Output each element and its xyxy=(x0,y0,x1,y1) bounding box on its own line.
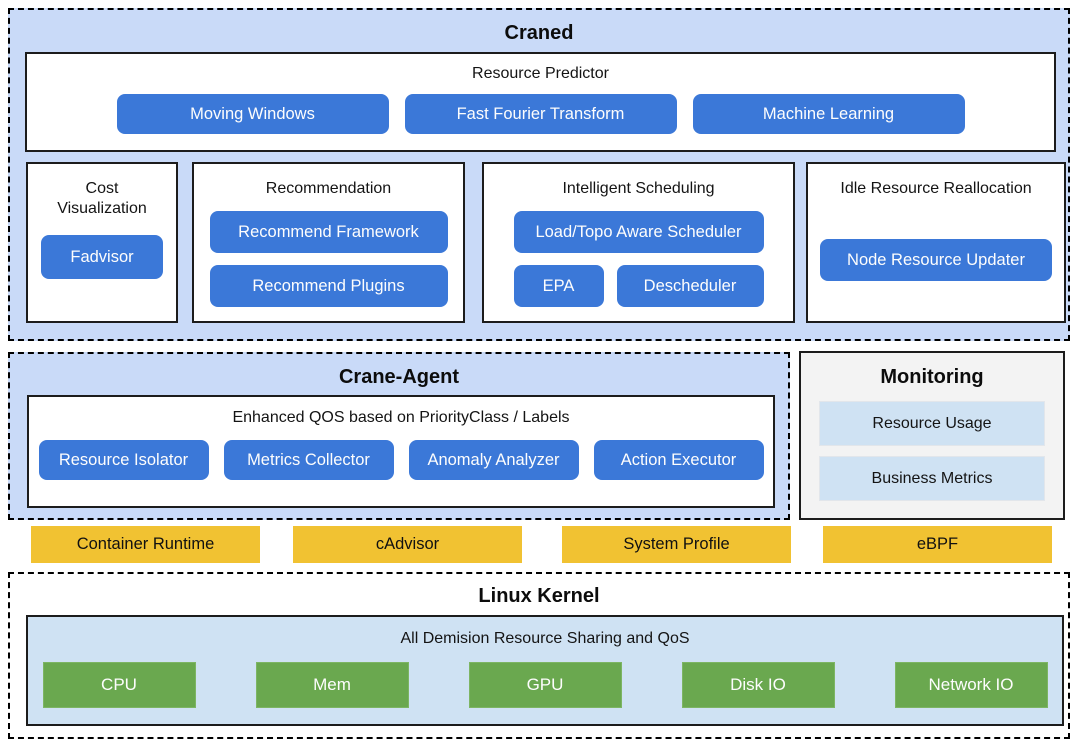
resource-sharing-title: All Demision Resource Sharing and QoS xyxy=(400,630,690,647)
intelligent-scheduling-title: Intelligent Scheduling xyxy=(562,180,715,197)
node-ebpf: eBPF xyxy=(823,526,1052,563)
monitoring-title: Monitoring xyxy=(880,366,984,388)
intelligent-scheduling-box: Intelligent Scheduling Load/Topo Aware S… xyxy=(482,162,795,323)
qos-buttons: Resource Isolator Metrics Collector Anom… xyxy=(29,440,773,480)
cost-visualization-box: Cost Visualization Fadvisor xyxy=(26,162,178,323)
node-descheduler: Descheduler xyxy=(616,265,764,307)
crane-agent-section: Crane-Agent Enhanced QOS based on Priori… xyxy=(8,352,790,520)
node-action-executor: Action Executor xyxy=(593,440,764,480)
recommendation-box: Recommendation Recommend Framework Recom… xyxy=(192,162,465,323)
node-fadvisor: Fadvisor xyxy=(41,235,163,279)
node-disk-io: Disk IO xyxy=(681,662,835,708)
resource-sharing-box: All Demision Resource Sharing and QoS CP… xyxy=(26,615,1064,726)
enhanced-qos-box: Enhanced QOS based on PriorityClass / La… xyxy=(27,395,775,508)
node-business-metrics: Business Metrics xyxy=(819,456,1045,501)
linux-kernel-section: Linux Kernel All Demision Resource Shari… xyxy=(8,572,1070,739)
node-moving-windows: Moving Windows xyxy=(116,94,389,134)
linux-kernel-title: Linux Kernel xyxy=(478,585,600,607)
node-gpu: GPU xyxy=(468,662,622,708)
resource-predictor-buttons: Moving Windows Fast Fourier Transform Ma… xyxy=(27,94,1054,134)
cost-visualization-title: Cost Visualization xyxy=(57,180,147,217)
kernel-resources: CPU Mem GPU Disk IO Network IO xyxy=(28,662,1062,708)
node-metrics-collector: Metrics Collector xyxy=(223,440,394,480)
craned-section: Craned Resource Predictor Moving Windows… xyxy=(8,8,1070,341)
idle-resource-reallocation-title: Idle Resource Reallocation xyxy=(840,180,1032,197)
monitoring-box: Monitoring Resource Usage Business Metri… xyxy=(799,351,1065,520)
node-system-profile: System Profile xyxy=(562,526,791,563)
craned-title: Craned xyxy=(504,22,574,44)
crane-agent-title: Crane-Agent xyxy=(338,366,459,388)
node-epa: EPA xyxy=(513,265,604,307)
resource-predictor-title: Resource Predictor xyxy=(472,65,609,82)
node-node-resource-updater: Node Resource Updater xyxy=(820,239,1052,281)
node-anomaly-analyzer: Anomaly Analyzer xyxy=(408,440,579,480)
node-container-runtime: Container Runtime xyxy=(31,526,260,563)
recommendation-title: Recommendation xyxy=(265,180,392,197)
node-fast-fourier-transform: Fast Fourier Transform xyxy=(404,94,677,134)
enhanced-qos-title: Enhanced QOS based on PriorityClass / La… xyxy=(232,409,570,426)
idle-resource-reallocation-box: Idle Resource Reallocation Node Resource… xyxy=(806,162,1066,323)
node-machine-learning: Machine Learning xyxy=(692,94,965,134)
node-recommend-plugins: Recommend Plugins xyxy=(209,265,448,307)
node-cadvisor: cAdvisor xyxy=(293,526,522,563)
node-cpu: CPU xyxy=(42,662,196,708)
node-network-io: Network IO xyxy=(894,662,1048,708)
node-resource-usage: Resource Usage xyxy=(819,401,1045,446)
resource-predictor-box: Resource Predictor Moving Windows Fast F… xyxy=(25,52,1056,152)
scheduling-sub-row: EPA Descheduler xyxy=(484,265,793,307)
node-resource-isolator: Resource Isolator xyxy=(38,440,209,480)
node-load-topo-aware-scheduler: Load/Topo Aware Scheduler xyxy=(513,211,764,253)
node-recommend-framework: Recommend Framework xyxy=(209,211,448,253)
node-mem: Mem xyxy=(255,662,409,708)
